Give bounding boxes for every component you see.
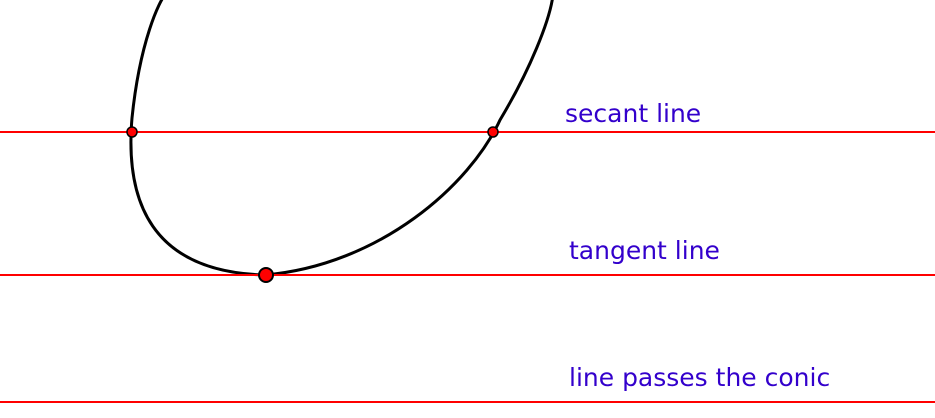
- conic-curve: [129, 0, 554, 277]
- secant-intersection-point-right: [487, 126, 499, 138]
- secant-intersection-point-left: [126, 126, 138, 138]
- tangent-point: [258, 267, 274, 283]
- secant-line-label: secant line: [565, 99, 701, 128]
- tangent-line-label: tangent line: [569, 236, 720, 265]
- passing-line-label: line passes the conic: [569, 363, 830, 392]
